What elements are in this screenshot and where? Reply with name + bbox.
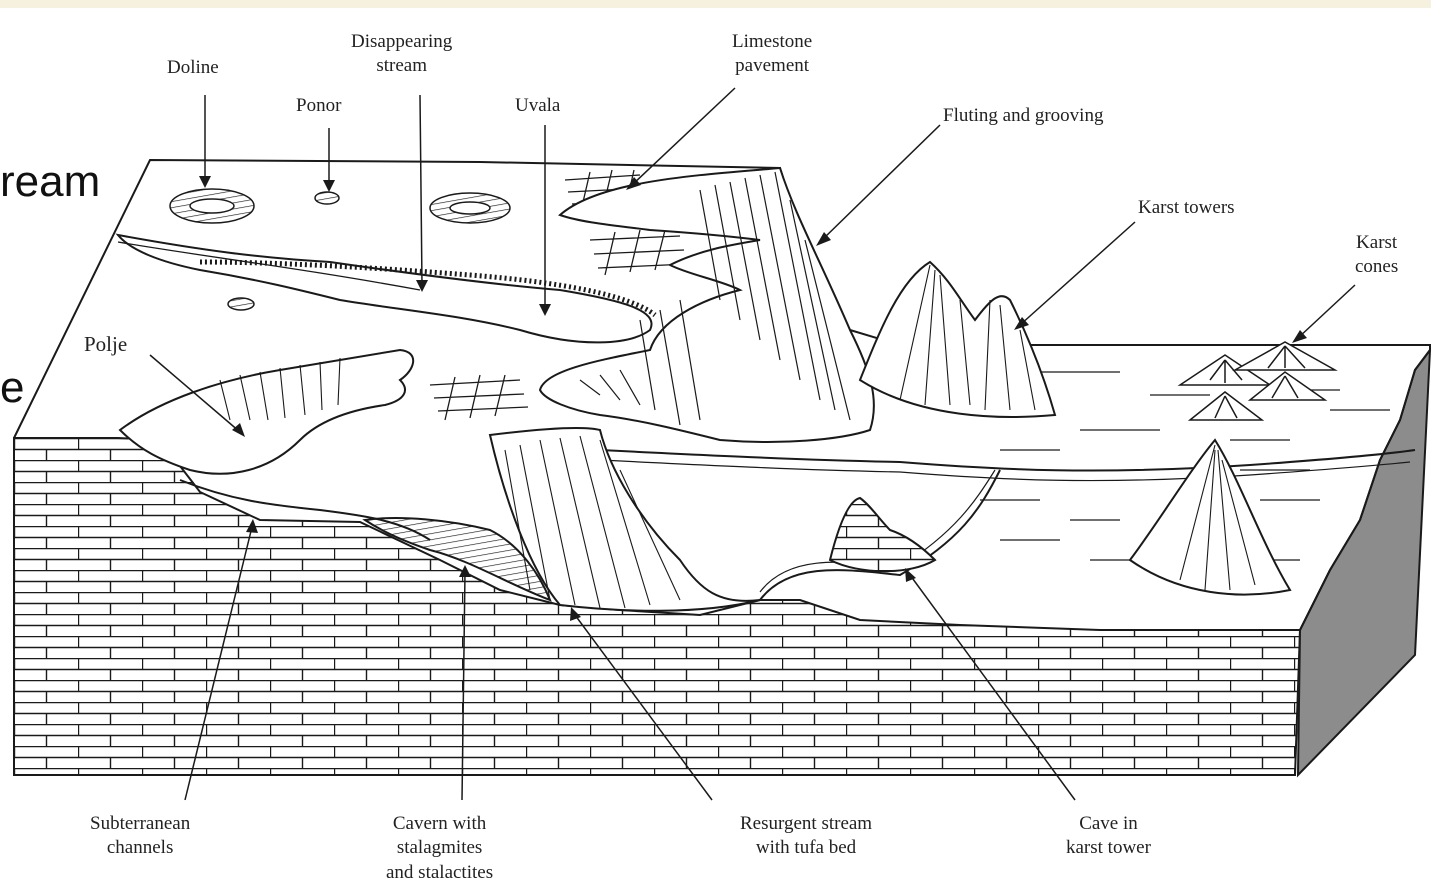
surface-river [600, 450, 1415, 471]
label-fluting-and-grooving: Fluting and grooving [943, 104, 1103, 128]
karst-cones [1180, 342, 1335, 420]
cave-tower [830, 498, 935, 571]
label-ponor: Ponor [296, 94, 341, 118]
block-side-face [1298, 350, 1430, 775]
label-polje: Polje [84, 331, 127, 358]
label-uvala: Uvala [515, 94, 560, 118]
uvala-basin [118, 235, 652, 342]
karst-tower [860, 262, 1055, 417]
label-karst-towers: Karst towers [1138, 196, 1235, 220]
label-doline: Doline [167, 56, 219, 80]
